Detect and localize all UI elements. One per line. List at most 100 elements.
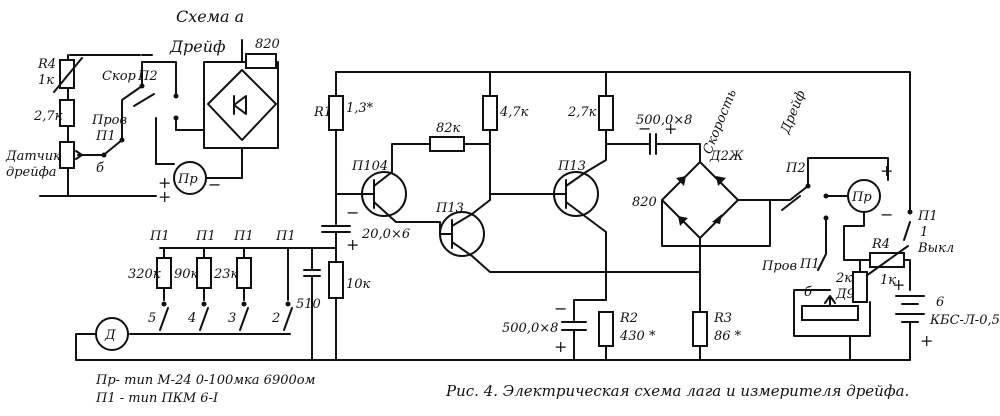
variable-arrow — [865, 245, 909, 277]
transistor-p13-b-leads — [489, 129, 607, 301]
switch-5-label: 5 — [148, 311, 156, 326]
switch-contact — [907, 209, 913, 215]
switch-p2-b-blade — [769, 185, 809, 201]
t-p104-label: П104 — [351, 159, 388, 174]
resistor-2-7k-b — [598, 95, 614, 131]
wire — [903, 259, 911, 291]
resistor-82k — [429, 136, 465, 152]
r-82k-label: 82к — [436, 121, 461, 136]
drift-meter-section: Скорость Дрейф П2 Пр + − П1 1 Выкл R4 1к… — [700, 87, 1000, 361]
schema-a-title: Схема а — [176, 7, 244, 26]
sw1-num: 1 — [920, 225, 928, 240]
t-p13-b-label: П13 — [557, 159, 586, 174]
resistor-10k — [328, 261, 344, 299]
switch-p1-a-blade — [105, 139, 123, 154]
r-90k-label: 90к — [174, 267, 199, 282]
switch-p2-a-blade-2 — [133, 93, 155, 107]
p1-a-label: П1 — [95, 129, 116, 144]
r-23k-label: 23к — [213, 267, 239, 282]
resistor-r4 — [59, 59, 75, 89]
d2zh-label: Д2Ж — [709, 149, 744, 164]
wiper-arrow — [75, 150, 83, 160]
r-27k-a-label: 2,7к — [33, 109, 63, 124]
b-b-label: б — [804, 285, 812, 300]
bridge-rectifier-a — [207, 69, 277, 141]
c-500-bot-label: 500,0×8 — [502, 321, 558, 336]
switch-p2-a-blade — [121, 85, 143, 141]
variable-arrow — [53, 57, 83, 93]
plus-sign: + — [880, 161, 893, 180]
bridge-rectifier-d2zh — [661, 161, 739, 239]
bridge-load-wire — [661, 199, 771, 247]
plus-sign: + — [664, 119, 677, 138]
dreif-label-top: Дрейф — [169, 37, 226, 56]
wire — [807, 157, 889, 187]
diode-arrows — [676, 176, 726, 226]
bridge-frame — [203, 61, 279, 149]
dreif-sensor-label: дрейфа — [6, 165, 57, 180]
p1-label-2: П1 — [195, 229, 216, 244]
bat-type-label: КБС-Л-0,5 — [929, 313, 1000, 328]
p1-c-label: П1 — [799, 257, 820, 272]
switch-contacts — [159, 301, 293, 331]
c-510-label: 510 — [296, 297, 321, 312]
transistor-p104-leads — [335, 143, 441, 235]
switch-3-label: 3 — [228, 311, 236, 326]
dreif-b-label: Дрейф — [778, 88, 809, 136]
r4-b-value: 1к — [880, 273, 896, 288]
minus-sign: − — [208, 175, 221, 194]
range-switch-block: П1 П1 П1 П1 320к 90к 23к 5 4 3 2 Д — [75, 229, 911, 361]
resistor-320k — [156, 257, 172, 289]
transistor-p13-a-leads — [439, 199, 701, 273]
r-47k-label: 4,7к — [499, 105, 529, 120]
minus-sign: − — [638, 119, 651, 138]
sensor-potentiometer — [59, 141, 75, 169]
p1-label-1: П1 — [149, 229, 170, 244]
resistor-23k — [236, 257, 252, 289]
r2-value: 430 * — [619, 329, 656, 344]
plus-sign: + — [920, 331, 933, 350]
r-320k-label: 320к — [128, 267, 161, 282]
r1-label: R1 — [313, 105, 332, 120]
meter-d-label: Д — [104, 328, 116, 343]
plus-sign: + — [554, 337, 567, 356]
r4-value: 1к — [38, 73, 54, 88]
r-820-a-label: 820 — [255, 37, 280, 52]
switch-4-label: 4 — [187, 311, 196, 326]
p1-label-4: П1 — [275, 229, 296, 244]
switch-p2-b-blade-2 — [781, 195, 801, 211]
switch-p1-vykl-blade — [903, 221, 911, 241]
d9-label: Д9 — [835, 287, 855, 302]
r2-label: R2 — [619, 311, 638, 326]
pr-b-label: Пр — [851, 190, 872, 205]
p2-b-label: П2 — [785, 161, 806, 176]
wire — [155, 163, 243, 179]
vykl-label: Выкл — [917, 241, 954, 256]
capacitor-500-bottom — [561, 299, 607, 361]
capacitor-510 — [303, 247, 321, 361]
resistor-2k-d9 — [801, 305, 859, 321]
switch-p1-prov-blade — [817, 239, 827, 271]
p1-label-3: П1 — [233, 229, 254, 244]
c-20x6-label: 20,0×6 — [361, 227, 410, 242]
minus-sign: − — [346, 203, 359, 222]
minus-sign: − — [554, 299, 567, 318]
r-10k-label: 10к — [346, 277, 371, 292]
switch-2-label: 2 — [271, 311, 280, 326]
ground-bus — [75, 333, 911, 361]
switch-contact — [173, 93, 179, 99]
wiper-arrow — [824, 295, 836, 307]
wire — [141, 61, 177, 97]
schema-a: Схема а Дрейф R4 1к 2,7к Датчик дрейфа П… — [5, 7, 280, 206]
top-rail — [335, 71, 911, 213]
amplifier: R1 1,3* − + 20,0×6 П104 82к 4,7к П13 П13… — [313, 71, 911, 361]
prov-b-label: Пров — [761, 259, 797, 274]
wire — [793, 259, 871, 337]
resistor-4-7k — [482, 95, 498, 131]
r3-label: R3 — [713, 311, 732, 326]
prov-a-label: Пров — [91, 113, 127, 128]
note-pr: Пр- тип М-24 0-100мка 6900ом — [95, 373, 315, 388]
diode-symbol — [233, 95, 247, 115]
plus-sign: + — [346, 235, 359, 254]
r-2k-label: 2к — [835, 271, 852, 286]
